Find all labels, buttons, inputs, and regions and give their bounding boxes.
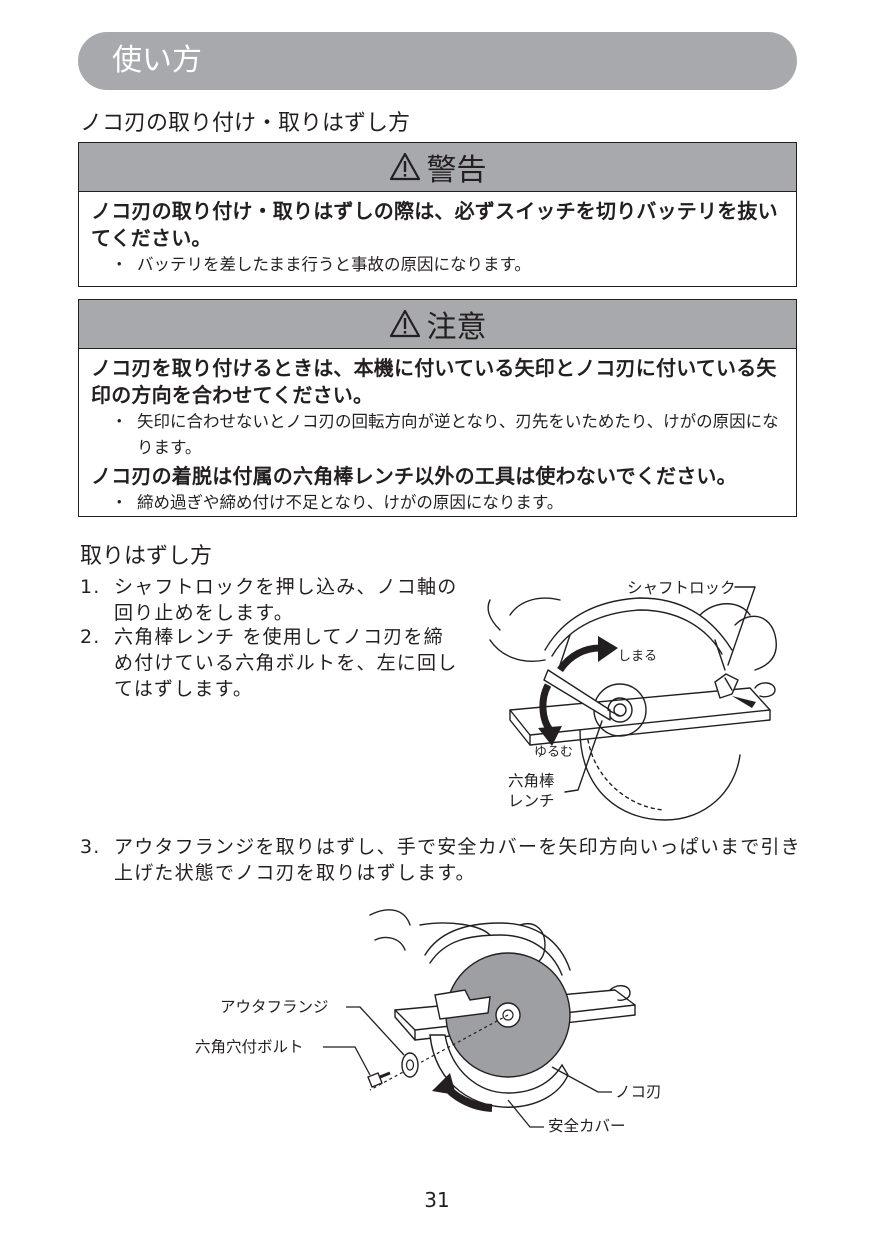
hex-wrench-label-2: レンチ	[508, 792, 555, 810]
bullet-dot: ・	[111, 412, 128, 431]
page-title: 使い方	[112, 43, 202, 78]
tighten-arrow-icon	[557, 644, 601, 673]
shaft-lock-illustration: シャフトロック しまる ゆるむ 六角棒 レンチ	[487, 579, 777, 821]
warning-heading: 警告	[426, 153, 487, 188]
step-number: 1.	[80, 576, 101, 598]
step-text: シャフトロックを押し込み、ノコ軸の回り止めをします。	[114, 576, 458, 624]
caution-bullet-1: ・矢印に合わせないとノコ刃の回転方向が逆となり、刃先をいためたり、けがの原因にな…	[91, 409, 786, 461]
step-number: 2.	[80, 626, 101, 648]
warning-text: ノコ刃の取り付け・取りはずしの際は、必ずスイッチを切りバッテリを抜いてください。	[91, 199, 778, 250]
step-2: 2. 六角棒レンチ を使用してノコ刃を締め付けている六角ボルトを、左に回してはず…	[80, 624, 458, 702]
header-bar	[78, 32, 797, 90]
caution-bullet-1-text: 矢印に合わせないとノコ刃の回転方向が逆となり、刃先をいためたり、けがの原因になり…	[137, 412, 779, 457]
step-number: 3.	[80, 836, 101, 858]
safety-cover-label: 安全カバー	[548, 1117, 626, 1135]
bullet-dot: ・	[111, 255, 128, 274]
step-text: 六角棒レンチ を使用してノコ刃を締め付けている六角ボルトを、左に回してはずします…	[114, 626, 458, 700]
caution-text-1: ノコ刃を取り付けるときは、本機に付いている矢印とノコ刃に付いている矢印の方向を合…	[91, 356, 777, 407]
blade-removal-illustration: アウタフランジ 六角穴付ボルト ノコ刃 安全カバー	[195, 909, 662, 1135]
loosen-label: ゆるむ	[534, 745, 573, 760]
caution-triangle-icon	[389, 309, 420, 338]
tighten-label: しまる	[618, 649, 657, 664]
bullet-dot: ・	[111, 493, 128, 512]
warning-bullet: ・バッテリを差したまま行うと事故の原因になります。	[91, 252, 786, 278]
section-title: ノコ刃の取り付け・取りはずし方	[80, 111, 411, 136]
hex-bolt-shape	[367, 1072, 383, 1088]
hex-wrench-label-1: 六角棒	[508, 772, 555, 790]
outer-flange-shape	[401, 1052, 419, 1078]
loosen-arrow-icon	[539, 683, 553, 733]
outer-flange-label: アウタフランジ	[220, 998, 329, 1016]
step-3: 3. アウタフランジを取りはずし、手で安全カバーを矢印方向いっぱいまで引き上げた…	[80, 834, 805, 886]
step-text: アウタフランジを取りはずし、手で安全カバーを矢印方向いっぱいまで引き上げた状態で…	[114, 836, 801, 884]
page-number: 31	[424, 1188, 450, 1212]
removal-title: 取りはずし方	[80, 544, 213, 569]
shaft-lock-label: シャフトロック	[627, 579, 736, 597]
warning-bullet-text: バッテリを差したまま行うと事故の原因になります。	[137, 255, 531, 274]
caution-header: 注意	[79, 300, 796, 349]
step-1: 1. シャフトロックを押し込み、ノコ軸の回り止めをします。	[80, 574, 458, 626]
caution-bullet-2-text: 締め過ぎや締め付け不足となり、けがの原因になります。	[137, 493, 564, 512]
saw-blade-label: ノコ刃	[615, 1083, 662, 1101]
caution-box: 注意 ノコ刃を取り付けるときは、本機に付いている矢印とノコ刃に付いている矢印の方…	[78, 299, 797, 517]
warning-box: 警告 ノコ刃の取り付け・取りはずしの際は、必ずスイッチを切りバッテリを抜いてくだ…	[78, 142, 797, 287]
caution-text-2: ノコ刃の着脱は付属の六角棒レンチ以外の工具は使わないでください。	[91, 464, 737, 488]
caution-bullet-2: ・締め過ぎや締め付け不足となり、けがの原因になります。	[91, 490, 786, 516]
hex-bolt-label: 六角穴付ボルト	[195, 1038, 304, 1056]
warning-header: 警告	[79, 143, 796, 192]
caution-heading: 注意	[426, 310, 487, 345]
warning-triangle-icon	[389, 152, 420, 181]
